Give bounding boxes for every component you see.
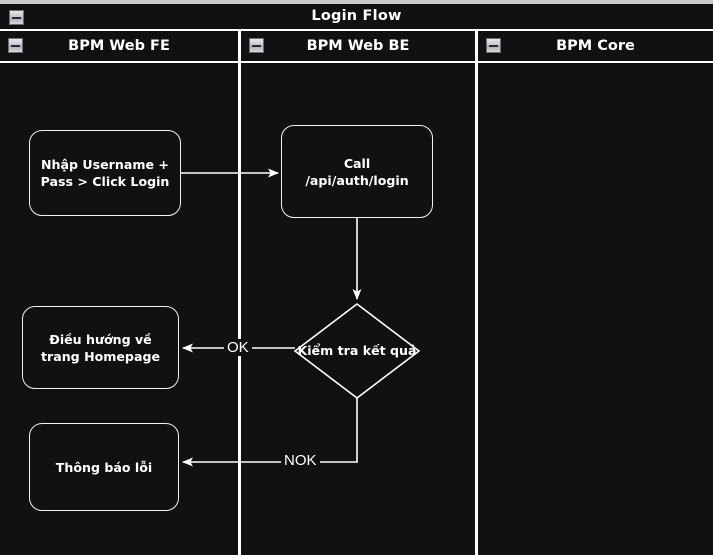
lane-collapse-minus-icon-be[interactable] [249, 38, 264, 53]
gateway-kiem-tra-ket-qua[interactable]: Kiểm tra kết quả [295, 304, 419, 398]
pool-title-bar: Login Flow [0, 4, 713, 31]
lane-label-bpm-web-fe: BPM Web FE [68, 38, 170, 54]
lane-header-bpm-core: BPM Core [478, 31, 713, 63]
gateway-label: Kiểm tra kết quả [297, 343, 417, 358]
lane-collapse-minus-icon-core[interactable] [486, 38, 501, 53]
edge-label-nok: NOK [281, 452, 320, 469]
task-dieu-huong-homepage[interactable]: Điều hướng về trang Homepage [22, 306, 179, 389]
lane-collapse-minus-icon-fe[interactable] [8, 38, 23, 53]
lane-bpm-web-be: BPM Web BE [238, 31, 475, 555]
task-thong-bao-loi[interactable]: Thông báo lỗi [29, 423, 179, 511]
pool-collapse-minus-icon[interactable] [9, 10, 24, 25]
lane-header-bpm-web-fe: BPM Web FE [0, 31, 238, 63]
task-nhap-username-click-login[interactable]: Nhập Username + Pass > Click Login [29, 130, 181, 216]
pool-title: Login Flow [311, 8, 402, 24]
edge-label-ok: OK [224, 339, 252, 356]
lane-bpm-core: BPM Core [475, 31, 713, 555]
lane-label-bpm-core: BPM Core [556, 38, 635, 54]
lane-bpm-web-fe: BPM Web FE [0, 31, 238, 555]
task-call-api-auth-login[interactable]: Call /api/auth/login [281, 125, 433, 218]
lane-label-bpm-web-be: BPM Web BE [306, 38, 410, 54]
lane-header-bpm-web-be: BPM Web BE [241, 31, 475, 63]
